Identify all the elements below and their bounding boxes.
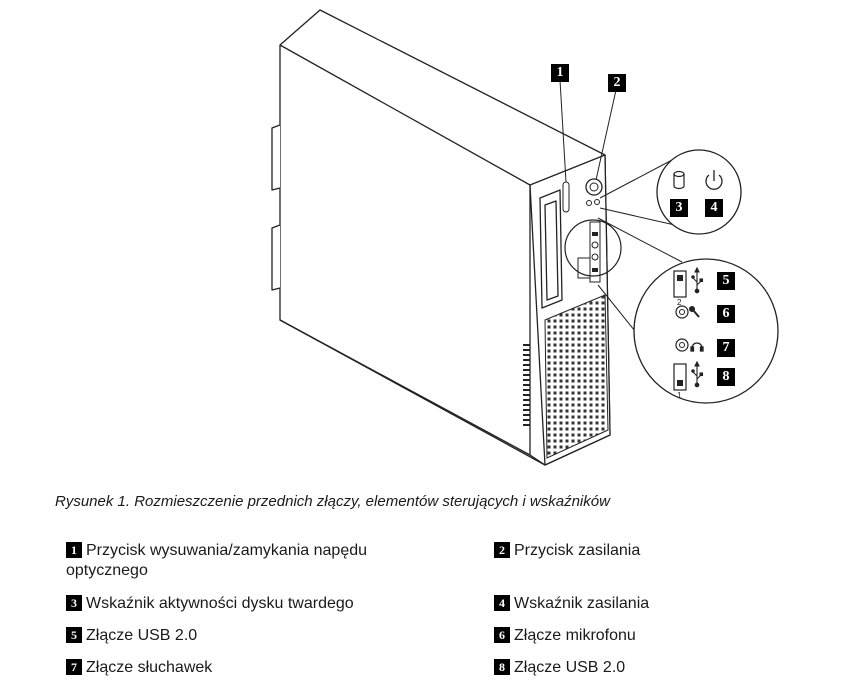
legend-label: Wskaźnik aktywności dysku twardego	[86, 595, 354, 612]
legend-number: 8	[494, 659, 510, 675]
callout-2: 2	[608, 74, 626, 92]
callout-3: 3	[670, 199, 688, 217]
indicator-zoom-circle	[656, 149, 742, 235]
legend-label: Przycisk zasilania	[514, 542, 641, 559]
ports-zoom-circle	[633, 258, 779, 404]
legend-number: 5	[66, 627, 82, 643]
legend-label: Wskaźnik zasilania	[514, 595, 650, 612]
legend-number: 7	[66, 659, 82, 675]
legend-number: 6	[494, 627, 510, 643]
legend-number: 3	[66, 595, 82, 611]
legend-number: 1	[66, 542, 82, 558]
legend-label: Złącze USB 2.0	[514, 659, 626, 676]
figure-caption: Rysunek 1. Rozmieszczenie przednich złąc…	[55, 493, 610, 510]
headphone-icon	[690, 342, 704, 352]
usb-icon	[691, 266, 704, 294]
headphone-jack	[675, 338, 689, 352]
usb-port-1	[673, 363, 687, 391]
microphone-icon	[689, 306, 700, 318]
eject-button	[562, 181, 570, 213]
usb-port-2	[673, 270, 687, 298]
hard-disk-icon	[673, 170, 685, 190]
legend-label: Złącze słuchawek	[86, 659, 213, 676]
legend-label: Złącze mikrofonu	[514, 627, 636, 644]
callout-5: 5	[717, 272, 735, 290]
legend-number: 4	[494, 595, 510, 611]
legend-label: Przycisk wysuwania/zamykania napędu opty…	[66, 542, 368, 579]
power-button	[585, 178, 603, 196]
callout-1: 1	[551, 64, 569, 82]
legend-number: 2	[494, 542, 510, 558]
microphone-jack	[675, 305, 689, 319]
callout-8: 8	[717, 368, 735, 386]
legend-label: Złącze USB 2.0	[86, 627, 198, 644]
usb-port-number-upper: 2	[677, 298, 682, 307]
front-vent-grille	[544, 294, 609, 459]
callout-4: 4	[705, 199, 723, 217]
usb-icon	[691, 360, 704, 388]
power-icon	[705, 170, 723, 190]
computer-front-diagram: 2 1 1 2 3 4 5 6 7 8	[271, 9, 779, 466]
callout-6: 6	[717, 305, 735, 323]
computer-illustration: 2 1	[271, 9, 779, 466]
usb-port-number-lower: 1	[677, 391, 682, 400]
callout-7: 7	[717, 339, 735, 357]
